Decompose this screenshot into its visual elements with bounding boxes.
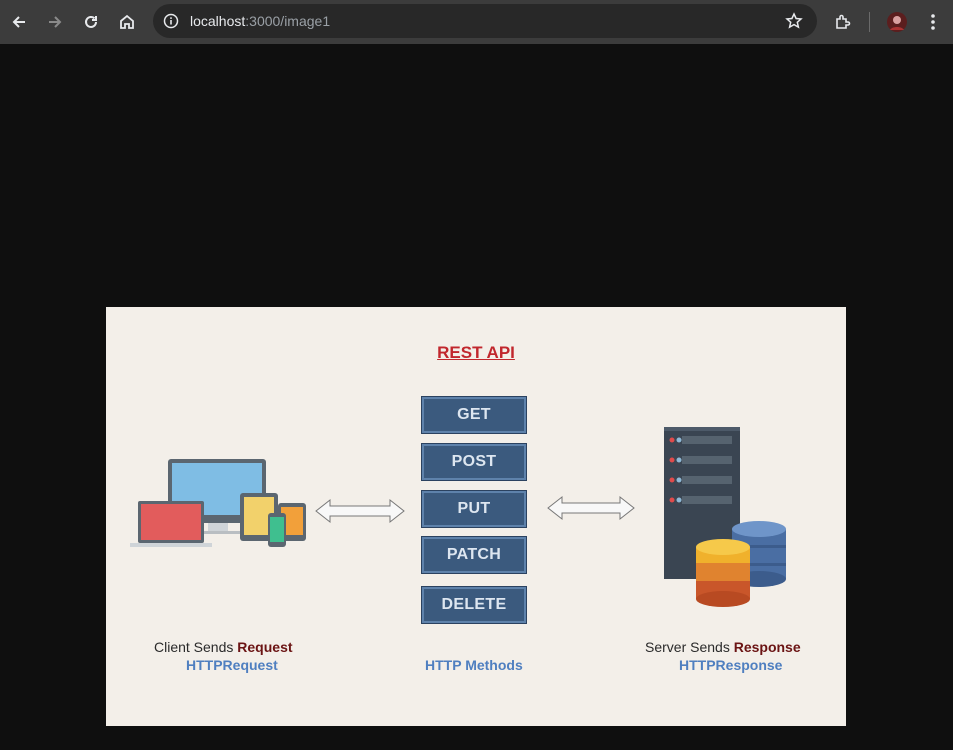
home-icon[interactable] (113, 8, 141, 36)
toolbar-divider (869, 12, 870, 32)
method-post: POST (421, 443, 527, 481)
profile-avatar[interactable] (883, 8, 911, 36)
extensions-icon[interactable] (829, 8, 857, 36)
method-put: PUT (421, 490, 527, 528)
client-caption: Client Sends Request (154, 639, 293, 655)
methods-caption: HTTP Methods (425, 657, 523, 673)
diagram-title: REST API (437, 343, 515, 362)
method-delete: DELETE (421, 586, 527, 624)
client-devices-icon (130, 459, 306, 547)
method-get: GET (421, 396, 527, 434)
server-subcaption: HTTPResponse (679, 657, 783, 673)
double-arrow-right-icon (547, 495, 635, 521)
double-arrow-left-icon (315, 498, 405, 524)
client-subcaption: HTTPRequest (186, 657, 278, 673)
server-caption: Server Sends Response (645, 639, 801, 655)
bookmark-star-icon[interactable] (785, 12, 803, 35)
browser-toolbar: localhost:3000/image1 (0, 0, 953, 44)
back-icon[interactable] (5, 8, 33, 36)
reload-icon[interactable] (77, 8, 105, 36)
rest-api-diagram-image: REST API GET POST PUT PATCH DELETE (106, 307, 846, 726)
site-info-icon[interactable] (163, 13, 179, 34)
forward-icon[interactable] (41, 8, 69, 36)
more-menu-icon[interactable] (919, 8, 947, 36)
method-patch: PATCH (421, 536, 527, 574)
server-database-icon (664, 427, 786, 607)
address-bar[interactable]: localhost:3000/image1 (153, 4, 817, 38)
url-text[interactable]: localhost:3000/image1 (190, 13, 331, 29)
